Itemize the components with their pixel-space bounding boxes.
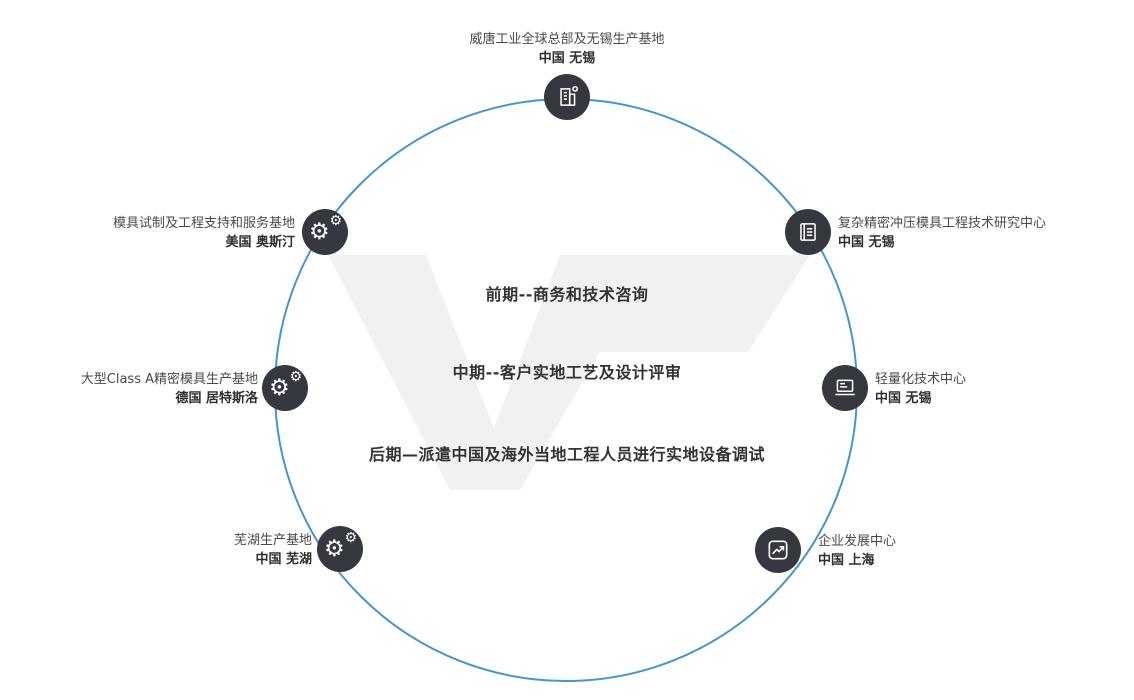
gear-glyph: ⚙ <box>344 530 357 546</box>
book-icon <box>785 209 831 255</box>
process-step-middle: 中期--客户实地工艺及设计评审 <box>452 363 682 382</box>
facility-name: 芜湖生产基地 <box>233 533 312 548</box>
facility-label-lightweight-center: 轻量化技术中心 中国 无锡 <box>875 370 1125 408</box>
facility-name: 大型Class A精密模具生产基地 <box>80 372 258 387</box>
process-step-late: 后期—派遣中国及海外当地工程人员进行实地设备调试 <box>368 445 765 464</box>
facility-location: 中国 无锡 <box>875 391 932 406</box>
facility-label-research-center: 复杂精密冲压模具工程技术研究中心 中国 无锡 <box>838 214 1128 252</box>
facility-location: 中国 无锡 <box>538 51 596 66</box>
chart-icon <box>755 527 801 573</box>
process-circle <box>274 98 858 682</box>
building-icon <box>544 74 590 120</box>
facility-label-austin-base: 模具试制及工程支持和服务基地 美国 奥斯汀 <box>40 214 295 252</box>
facility-name: 复杂精密冲压模具工程技术研究中心 <box>838 216 1047 231</box>
gear-glyph: ⚙ <box>329 213 342 229</box>
facility-label-development-center: 企业发展中心 中国 上海 <box>818 532 1068 570</box>
facility-name: 轻量化技术中心 <box>875 372 967 387</box>
facility-location: 中国 上海 <box>818 553 875 568</box>
facility-name: 威唐工业全球总部及无锡生产基地 <box>469 32 665 47</box>
facility-name: 企业发展中心 <box>818 534 897 549</box>
gear-glyph: ⚙ <box>269 375 290 401</box>
facility-location: 中国 芜湖 <box>255 552 312 567</box>
gears-icon: ⚙ ⚙ <box>302 209 348 255</box>
gear-glyph: ⚙ <box>289 369 302 385</box>
facility-location: 德国 居特斯洛 <box>175 391 258 406</box>
facility-name: 模具试制及工程支持和服务基地 <box>112 216 295 231</box>
facility-location: 中国 无锡 <box>838 235 895 250</box>
facility-location: 美国 奥斯汀 <box>225 235 295 250</box>
process-step-early: 前期--商务和技术咨询 <box>485 285 649 304</box>
facility-label-wuhu-base: 芜湖生产基地 中国 芜湖 <box>60 531 312 569</box>
facility-label-guetersloh-base: 大型Class A精密模具生产基地 德国 居特斯洛 <box>10 370 258 408</box>
gear-glyph: ⚙ <box>324 536 345 562</box>
laptop-icon <box>822 365 868 411</box>
facility-label-headquarters: 威唐工业全球总部及无锡生产基地 中国 无锡 <box>387 30 747 68</box>
gear-glyph: ⚙ <box>309 219 330 245</box>
gears-icon: ⚙ ⚙ <box>317 526 363 572</box>
gears-icon: ⚙ ⚙ <box>262 365 308 411</box>
